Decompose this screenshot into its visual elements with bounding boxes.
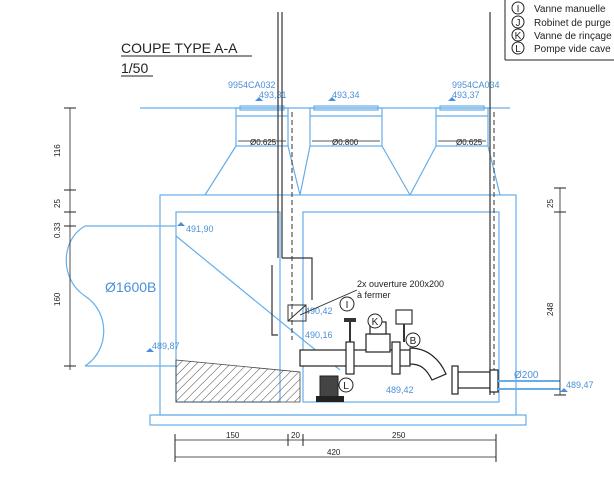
left-dimensions: 116 25 0.33 160 — [53, 107, 76, 370]
bottom-dimensions: 150 20 250 420 — [174, 431, 497, 462]
legend-label-j: Robinet de purge — [534, 18, 611, 29]
legend-item-k: K Vanne de rinçage — [511, 28, 612, 42]
manhole-code-left: 9954CA032 — [228, 80, 276, 90]
outlet-pipe-label: Ø200 — [514, 370, 539, 381]
hatch-diameter-right: Ø0.625 — [456, 138, 483, 147]
level-top-right: 493,37 — [452, 90, 480, 100]
dim-bottom-420: 420 — [327, 448, 341, 457]
level-pipe: 490,16 — [305, 330, 333, 340]
inlet-pipe — [65, 225, 341, 371]
dim-left-033: 0.33 — [53, 222, 62, 238]
legend-key-k: K — [515, 31, 522, 42]
svg-text:K: K — [372, 317, 379, 328]
marker-l: L — [338, 377, 354, 393]
legend-box: I Vanne manuelle J Robinet de purge K Va… — [504, 0, 614, 61]
main-pipe — [299, 321, 560, 395]
big-pipe-label: Ø1600B — [105, 279, 156, 295]
svg-text:B: B — [410, 336, 417, 347]
hatch-diameter-left: Ø0.625 — [250, 138, 277, 147]
marker-b: B — [405, 332, 421, 348]
legend-key-i: I — [517, 4, 520, 15]
dim-left-116: 116 — [53, 144, 62, 157]
legend-item-j: J Robinet de purge — [511, 15, 611, 29]
drawing-scale: 1/50 — [121, 60, 148, 76]
legend-label-l: Pompe vide cave — [534, 44, 611, 55]
opening-box — [287, 304, 307, 322]
dim-left-25: 25 — [53, 199, 62, 208]
svg-text:L: L — [343, 381, 349, 392]
marker-i: I — [339, 296, 355, 312]
level-outlet: 489,47 — [566, 380, 594, 390]
pump-unit — [316, 375, 344, 402]
level-ceiling: 491,90 — [186, 224, 214, 234]
legend-label-i: Vanne manuelle — [534, 4, 606, 15]
svg-text:I: I — [346, 300, 349, 311]
hatch-diameter-mid: Ø0.800 — [332, 138, 359, 147]
ladder-rods — [277, 12, 495, 395]
chamber-structure — [149, 194, 527, 426]
hatch-necks — [204, 105, 501, 196]
dim-right-25: 25 — [546, 199, 555, 208]
note-line-2: à fermer — [357, 290, 391, 300]
right-dimensions: 25 248 — [546, 187, 566, 396]
level-floor-right: 489,42 — [386, 385, 414, 395]
manhole-code-right: 9954CA034 — [452, 80, 500, 90]
legend-key-l: L — [515, 44, 521, 55]
level-top-mid: 493,34 — [332, 90, 360, 100]
legend-item-l: L Pompe vide cave — [511, 41, 611, 55]
dim-left-160: 160 — [53, 292, 62, 306]
drawing-title: COUPE TYPE A-A — [121, 40, 238, 56]
dim-right-248: 248 — [546, 302, 555, 316]
level-mid: 490,42 — [305, 306, 333, 316]
level-top-left: 493,31 — [259, 90, 287, 100]
dim-bottom-20: 20 — [291, 431, 300, 440]
dim-bottom-150: 150 — [226, 431, 240, 440]
dim-bottom-250: 250 — [392, 431, 406, 440]
level-floor-left: 489,87 — [152, 341, 180, 351]
legend-label-k: Vanne de rinçage — [534, 31, 612, 42]
legend-key-j: J — [516, 18, 521, 29]
legend-item-i: I Vanne manuelle — [511, 1, 606, 15]
concrete-bottom-hatch — [175, 359, 301, 403]
marker-k: K — [367, 313, 383, 329]
note-line-1: 2x ouverture 200x200 — [357, 279, 444, 289]
